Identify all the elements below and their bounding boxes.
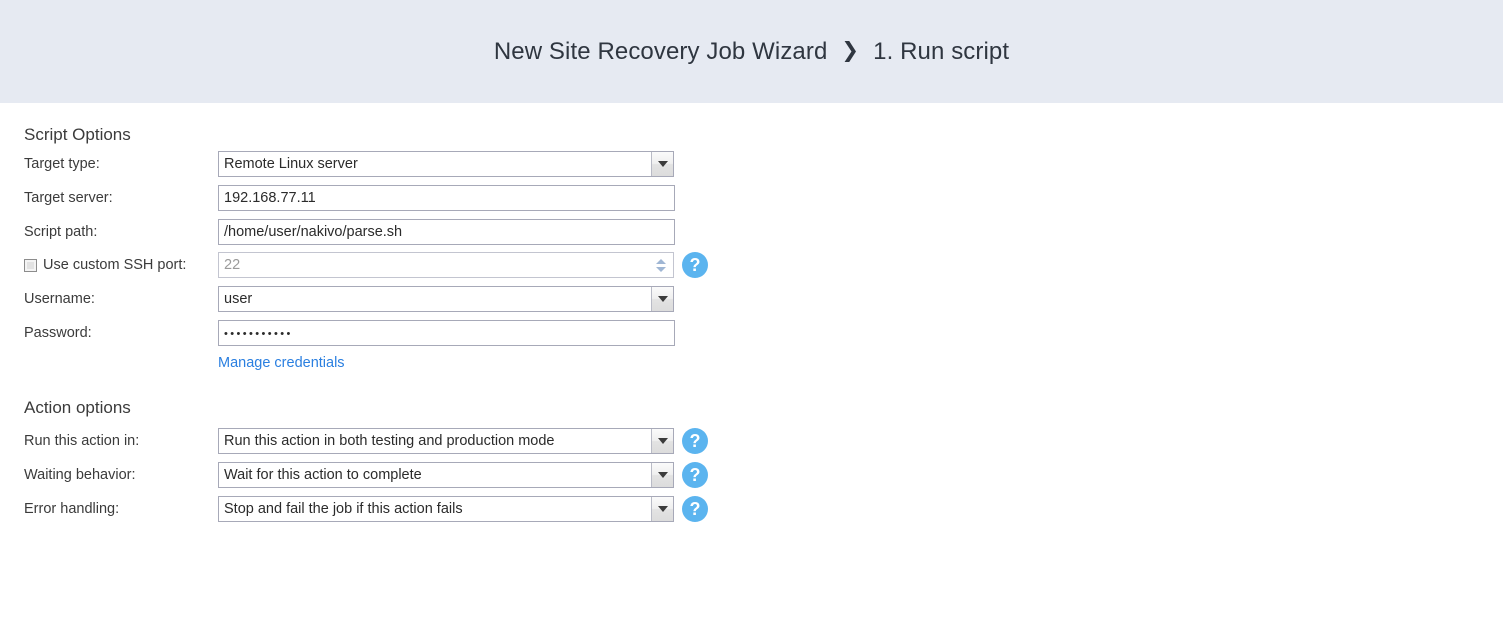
password-label: Password: <box>24 325 92 341</box>
row-error-handling: Error handling: Stop and fail the job if… <box>24 496 714 522</box>
waiting-behavior-value: Wait for this action to complete <box>224 467 422 483</box>
stepper-up-icon[interactable] <box>656 258 666 264</box>
target-type-select[interactable]: Remote Linux server <box>218 151 674 177</box>
help-icon-error-handling[interactable]: ? <box>682 496 708 522</box>
row-target-type: Target type: Remote Linux server <box>24 151 714 177</box>
username-select[interactable]: user <box>218 286 674 312</box>
help-icon-ssh-port[interactable]: ? <box>682 252 708 278</box>
help-icon-run-this-action-in[interactable]: ? <box>682 428 708 454</box>
chevron-down-icon[interactable] <box>651 152 673 176</box>
help-icon-waiting-behavior[interactable]: ? <box>682 462 708 488</box>
target-type-value: Remote Linux server <box>224 156 358 172</box>
run-this-action-in-label: Run this action in: <box>24 433 140 449</box>
waiting-behavior-label: Waiting behavior: <box>24 467 136 483</box>
breadcrumb-current-step: 1. Run script <box>873 37 1010 65</box>
error-handling-value: Stop and fail the job if this action fai… <box>224 501 463 517</box>
chevron-down-icon[interactable] <box>651 497 673 521</box>
script-path-input[interactable] <box>218 219 675 245</box>
wizard-form-body: Script Options Target type: Remote Linux… <box>0 103 1503 636</box>
wizard-header: New Site Recovery Job Wizard ❯ 1. Run sc… <box>0 0 1503 103</box>
use-custom-ssh-port-text: Use custom SSH port: <box>43 257 187 273</box>
target-server-input[interactable] <box>218 185 675 211</box>
ssh-port-stepper[interactable]: 22 <box>218 252 674 278</box>
waiting-behavior-select[interactable]: Wait for this action to complete <box>218 462 674 488</box>
chevron-down-icon[interactable] <box>651 463 673 487</box>
stepper-buttons[interactable] <box>651 253 671 277</box>
chevron-down-icon[interactable] <box>651 287 673 311</box>
run-this-action-in-select[interactable]: Run this action in both testing and prod… <box>218 428 674 454</box>
username-label: Username: <box>24 291 95 307</box>
error-handling-select[interactable]: Stop and fail the job if this action fai… <box>218 496 674 522</box>
breadcrumb-wizard-title: New Site Recovery Job Wizard <box>493 37 828 65</box>
use-custom-ssh-port-checkbox[interactable] <box>24 258 37 272</box>
manage-credentials-link[interactable]: Manage credentials <box>218 355 345 371</box>
ssh-port-value: 22 <box>224 257 241 273</box>
action-options-heading: Action options <box>24 398 131 417</box>
row-password: Password: ••••••••••• <box>24 320 714 346</box>
script-path-label: Script path: <box>24 224 98 240</box>
password-masked-value: ••••••••••• <box>224 328 293 340</box>
error-handling-label: Error handling: <box>24 501 120 517</box>
target-type-label: Target type: <box>24 156 100 172</box>
stepper-down-icon[interactable] <box>656 266 666 272</box>
password-input[interactable]: ••••••••••• <box>218 320 675 346</box>
run-this-action-in-value: Run this action in both testing and prod… <box>224 433 555 449</box>
row-target-server: Target server: <box>24 185 714 211</box>
breadcrumb: New Site Recovery Job Wizard ❯ 1. Run sc… <box>494 38 1009 66</box>
row-waiting-behavior: Waiting behavior: Wait for this action t… <box>24 462 714 488</box>
row-ssh-port: Use custom SSH port: 22 ? <box>24 252 714 278</box>
username-value: user <box>224 291 253 307</box>
chevron-down-icon[interactable] <box>651 429 673 453</box>
row-script-path: Script path: <box>24 219 714 245</box>
target-server-label: Target server: <box>24 190 113 206</box>
row-run-this-action-in: Run this action in: Run this action in b… <box>24 428 714 454</box>
chevron-right-icon: ❯ <box>841 39 860 62</box>
script-options-heading: Script Options <box>24 125 131 144</box>
row-username: Username: user <box>24 286 714 312</box>
use-custom-ssh-port-label[interactable]: Use custom SSH port: <box>24 252 186 278</box>
